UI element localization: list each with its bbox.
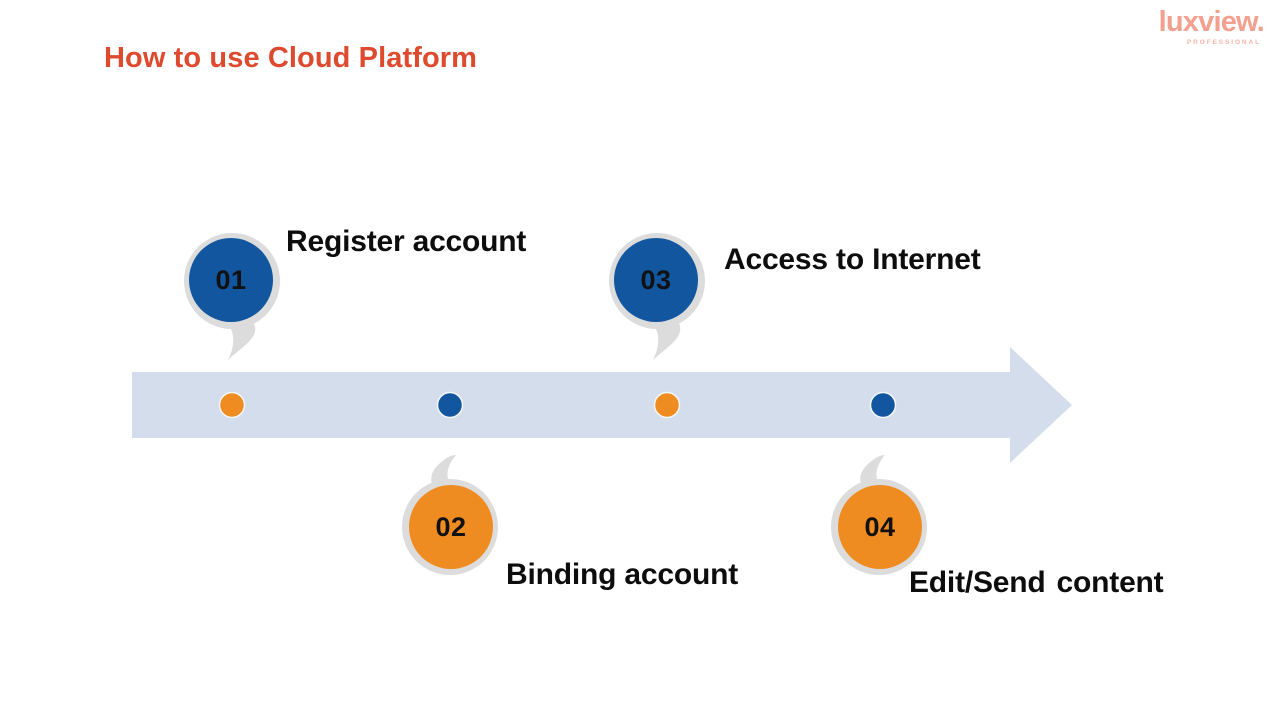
timeline-arrow-shape	[132, 347, 1072, 463]
step-circle-02	[409, 485, 493, 569]
step-label-04: Edit/Send content	[909, 566, 1164, 600]
callout-bubble-03	[609, 233, 705, 360]
logo-tagline: PROFESSIONAL	[1186, 39, 1261, 46]
step-number-04: 04	[864, 512, 896, 542]
callout-bubble-02	[402, 455, 498, 575]
step-label-04-text-b: content	[1056, 566, 1164, 599]
callout-bubble-04	[831, 455, 927, 575]
step-label-02: Binding account	[506, 558, 738, 592]
step-circle-03	[614, 238, 698, 322]
step-label-01: Register account	[286, 225, 526, 259]
timeline-dot-2	[436, 391, 464, 419]
step-number-03: 03	[640, 265, 672, 295]
step-label-03: Access to Internet	[724, 243, 981, 277]
logo-wordmark: luxview.	[1158, 6, 1265, 38]
step-label-02-text: Binding account	[506, 558, 738, 591]
brand-logo: luxview. PROFESSIONAL	[1158, 6, 1265, 47]
callout-bubble-01	[184, 233, 280, 360]
timeline-dot-3	[653, 391, 681, 419]
step-circle-04	[838, 485, 922, 569]
step-circle-01	[189, 238, 273, 322]
page-title: How to use Cloud Platform	[104, 42, 478, 74]
step-label-03-text: Access to Internet	[724, 243, 981, 276]
step-number-01: 01	[215, 265, 247, 295]
timeline-dot-1	[218, 391, 246, 419]
step-label-04-text-a: Edit/Send	[909, 566, 1046, 599]
step-number-02: 02	[435, 512, 467, 542]
timeline-dot-4	[869, 391, 897, 419]
step-label-01-text: Register account	[286, 225, 527, 258]
